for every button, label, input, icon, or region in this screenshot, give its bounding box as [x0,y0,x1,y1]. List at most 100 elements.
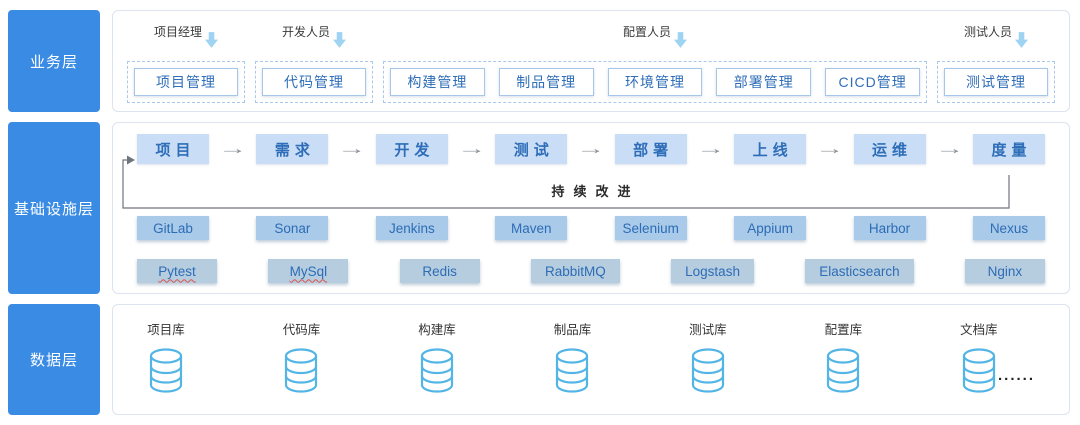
role-label: 测试人员 [963,25,1012,39]
database-icon [149,348,183,393]
tool-box: RabbitMQ [531,259,620,283]
tool-box: Maven [495,216,568,240]
database-label: 文档库 [960,323,998,337]
role-label: 开发人员 [281,25,330,39]
infrastructure-inner: 项目 → 需求 → 开发 → 测试 → 部署 → [113,134,1069,304]
tool-box: Logstash [671,259,754,283]
database-item: 项目库 [147,319,185,394]
tool-box: Pytest [137,259,217,283]
business-layer-panel: 项目经理 项目管理 开发人员 代码管理 配置人员 [112,10,1070,112]
flow-item: 运维 → [853,134,973,164]
flow-item: 部署 → [614,134,734,164]
flow-stage: 上线 [734,134,807,164]
business-module: 项目管理 [134,68,238,96]
databases-row: 项目库 代码库 [113,305,1069,394]
tool-box: Redis [399,259,480,283]
arrow-right-icon: → [934,139,964,158]
flow-stage: 开发 [375,134,448,164]
flow-item: 项目 → [137,134,256,164]
data-layer-row: 数据层 项目库 代码库 [8,304,1070,415]
tool-box: Appium [734,216,807,240]
flow-item: 度量 → [972,134,1045,164]
module-group: 测试管理 [937,61,1055,103]
infrastructure-layer-panel: 项目 → 需求 → 开发 → 测试 → 部署 → [112,122,1070,294]
role-row: 开发人员 [255,19,373,61]
business-group-project: 项目经理 项目管理 [127,19,245,103]
down-arrow-icon [1015,32,1028,48]
business-module: 测试管理 [944,68,1048,96]
flow-stage: 运维 [853,134,926,164]
database-label: 配置库 [824,323,863,337]
database-item: 文档库 [960,319,998,394]
database-items: 项目库 代码库 [147,319,998,394]
module-group: 代码管理 [255,61,373,103]
flow-stage: 度量 [972,134,1045,164]
database-label: 测试库 [689,323,727,337]
flow-stage: 项目 [137,134,209,164]
tool-box: MySql [268,259,349,283]
database-label: 构建库 [418,323,456,337]
flow-item: 测试 → [495,134,614,164]
arrow-right-icon: → [457,139,486,158]
tool-box: GitLab [137,216,209,240]
business-module: 环境管理 [607,68,703,96]
tool-box: Nginx [964,259,1045,283]
tool-box: Nexus [972,216,1045,240]
flow-item: 需求 → [256,134,375,164]
down-arrow-icon [333,32,346,48]
down-arrow-icon [205,32,218,48]
flow-stage: 需求 [256,134,329,164]
database-item: 构建库 [418,319,456,394]
database-icon [556,348,589,393]
role-row: 配置人员 [383,19,927,61]
database-icon [691,348,725,393]
module-group: 项目管理 [127,61,245,103]
role-row: 项目经理 [127,19,245,61]
down-arrow-icon [674,32,687,48]
database-label: 制品库 [553,323,592,337]
tools-row-2: Pytest MySql Redis RabbitMQ Logstash Elastics… [137,259,1045,283]
data-layer-panel: 项目库 代码库 [112,304,1070,415]
business-module: 部署管理 [716,68,812,96]
database-icon [420,348,454,393]
continuous-improvement-area: 持续改进 [137,164,1045,216]
database-icon [827,348,860,393]
data-layer-label: 数据层 [8,304,100,415]
business-layer-row: 业务层 项目经理 项目管理 开发人员 代码管理 [8,10,1070,112]
flow-stage: 部署 [614,134,687,164]
infrastructure-layer-row: 基础设施层 项目 → 需求 → 开发 → [8,122,1070,294]
arrow-right-icon: → [337,139,367,158]
arrow-right-icon: → [695,139,725,158]
arrow-right-icon: → [218,139,248,158]
process-flow-row: 项目 → 需求 → 开发 → 测试 → 部署 → [137,134,1045,164]
database-item: 制品库 [553,319,591,394]
tool-box: Elasticsearch [805,259,914,283]
flow-stage: 测试 [495,134,568,164]
role-label: 项目经理 [153,25,202,39]
database-item: 代码库 [282,319,320,394]
database-icon [285,348,318,393]
arrow-right-icon: → [815,139,845,158]
business-group-code: 开发人员 代码管理 [255,19,373,103]
database-label: 代码库 [282,323,321,337]
database-item: 测试库 [689,319,727,394]
continuous-improvement-label: 持续改进 [551,184,640,199]
infrastructure-layer-label: 基础设施层 [8,122,100,294]
database-item: 配置库 [824,319,862,394]
business-layer-label: 业务层 [8,10,100,112]
tool-box: Sonar [256,216,329,240]
role-row: 测试人员 [937,19,1055,61]
business-module: 代码管理 [262,68,366,96]
tool-box: Jenkins [375,216,448,240]
more-databases-ellipsis: ...... [997,367,1035,384]
business-module: CICD管理 [825,68,920,96]
database-icon [962,348,996,393]
flow-item: 上线 → [734,134,853,164]
flow-item: 开发 → [375,134,495,164]
business-module: 构建管理 [390,68,485,96]
business-group-test: 测试人员 测试管理 [937,19,1055,103]
